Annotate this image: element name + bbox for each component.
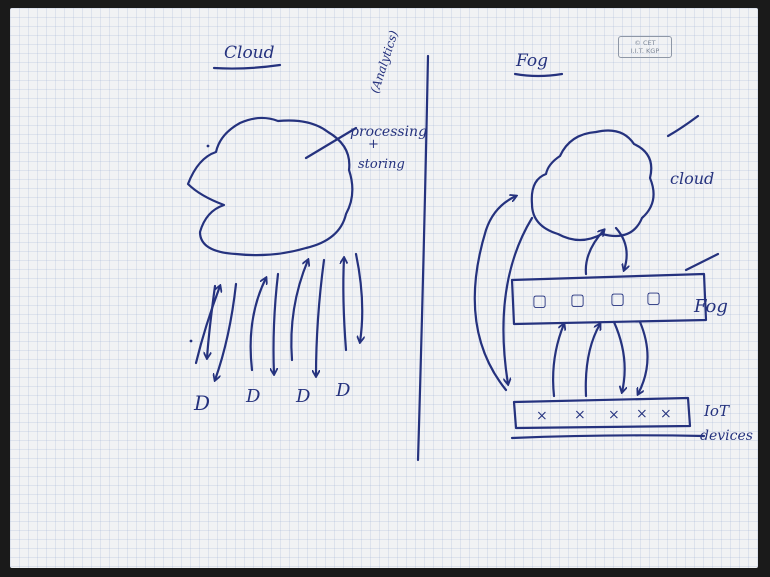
fog-layer-label: Fog: [693, 296, 728, 317]
plus-label: +: [368, 137, 379, 152]
fog-title-underline: [513, 72, 564, 78]
right-cloud-shape: [530, 129, 655, 242]
ink-dot: [206, 144, 210, 148]
iot-to-cloud-long-arrow: [473, 196, 516, 392]
watermark-line-2: I.I.T. KGP: [630, 47, 660, 55]
fog-node-1: ▢: [532, 291, 547, 310]
grid-paper: [10, 8, 758, 568]
fog-title: Fog: [515, 51, 548, 71]
device1-down-arrow-b: [215, 282, 238, 380]
device-label-2: D: [245, 386, 261, 407]
storing-label: storing: [358, 157, 405, 172]
iot-to-fog-arrow-2: [584, 324, 600, 398]
fog-node-2: ▢: [570, 290, 585, 309]
fog-to-cloud-arrow: [584, 230, 604, 276]
iot-to-fog-arrow-1: [552, 324, 564, 398]
pointer-to-processing: [304, 126, 358, 160]
device4-up-arrow: [343, 258, 346, 352]
iot-mark-1: ×: [536, 408, 548, 424]
iot-mark-2: ×: [574, 407, 586, 423]
device-label-3: D: [295, 386, 311, 407]
device-label-4: D: [335, 380, 351, 401]
cloud-to-iot-long-arrow: [502, 216, 534, 384]
fog-node-4: ▢: [646, 288, 661, 307]
left-cloud-shape: [186, 116, 354, 257]
fog-check-mark: [684, 252, 720, 272]
device1-up-arrow: [194, 286, 220, 365]
iot-mark-5: ×: [660, 406, 672, 422]
watermark-stamp: © CET I.I.T. KGP: [618, 36, 672, 58]
right-cloud-label: cloud: [670, 169, 714, 188]
fog-to-iot-arrow-1: [612, 320, 625, 392]
ink-dot-2: [189, 339, 193, 343]
device-label-1: D: [193, 391, 210, 415]
analytics-label: (Analytics): [368, 28, 402, 95]
cloud-to-fog-arrow: [614, 226, 627, 270]
divider-line: [416, 54, 430, 462]
iot-mark-4: ×: [636, 406, 648, 422]
handwritten-diagram: Cloud (Analytics) processing + storing D…: [186, 28, 753, 462]
iot-mark-3: ×: [608, 407, 620, 423]
device1-down-arrow-a: [207, 284, 217, 358]
iot-label-line2: devices: [700, 428, 753, 444]
cloud-title: Cloud: [224, 43, 275, 63]
whiteboard-sheet: © CET I.I.T. KGP Cloud (Analytics) proce…: [10, 8, 758, 568]
cloud-check-mark: [666, 114, 700, 138]
device4-down-arrow: [354, 252, 362, 342]
fog-node-3: ▢: [610, 289, 625, 308]
device2-down-arrow: [274, 272, 280, 374]
device3-up-arrow: [290, 260, 308, 362]
watermark-line-1: © CET: [634, 39, 656, 47]
iot-label-line1: IoT: [703, 402, 730, 420]
cloud-title-underline: [212, 63, 282, 70]
device2-up-arrow: [249, 278, 266, 372]
fog-to-iot-arrow-2: [638, 320, 649, 394]
processing-label: processing: [350, 124, 427, 140]
device3-down-arrow: [316, 258, 326, 376]
iot-layer-box: [512, 396, 692, 430]
fog-layer-box: [510, 272, 708, 326]
iot-layer-underline: [510, 434, 706, 440]
